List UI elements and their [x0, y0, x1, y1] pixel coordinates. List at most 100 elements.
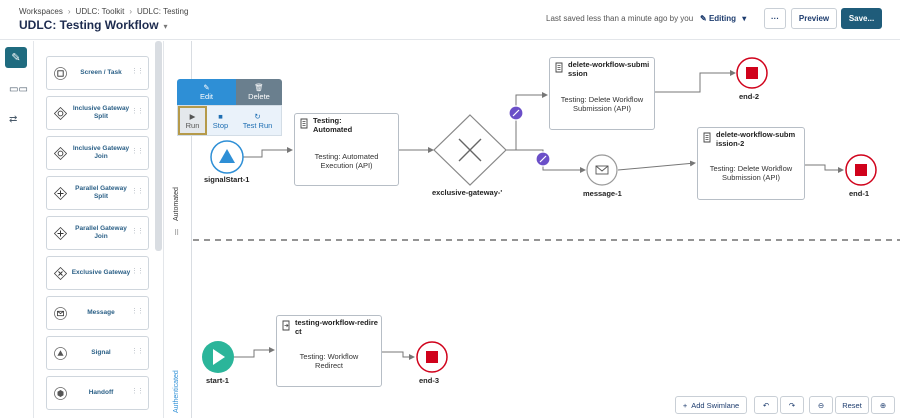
drag-handle-icon[interactable]: ⋮⋮	[131, 148, 144, 155]
palette-item-label: Inclusive Gateway Join	[72, 145, 130, 160]
node-context-menu: ✎ Edit 🗑 Delete ▶ Run ■ Stop ↻ Test Run	[177, 79, 282, 136]
stop-label: Stop	[212, 120, 229, 130]
drag-handle-icon[interactable]: ⋮⋮	[131, 348, 144, 355]
zoom-out-button[interactable]: ⊖	[809, 396, 833, 414]
node-label: end-2	[739, 92, 760, 101]
task-name: delete-workflow-submission	[568, 60, 650, 78]
palette-item-label: Signal	[91, 349, 111, 357]
redirect-icon	[282, 320, 290, 331]
undo-icon: ↶	[762, 400, 770, 410]
task-description: Testing: Workflow Redirect	[299, 352, 359, 371]
palette-item-label: Message	[87, 309, 115, 317]
drag-handle-icon[interactable]: ⋮⋮	[131, 388, 144, 395]
palette-item-label: Inclusive Gateway Split	[72, 105, 130, 120]
task-description: Testing: Delete Workflow Submission (API…	[560, 95, 644, 114]
task-delete-workflow-submission[interactable]: delete-workflow-submission Testing: Dele…	[549, 57, 655, 130]
palette-item-exclusive-gateway[interactable]: Exclusive Gateway ⋮⋮	[46, 256, 149, 290]
palette-item-label: Exclusive Gateway	[71, 269, 131, 277]
palette-item-message[interactable]: Message ⋮⋮	[46, 296, 149, 330]
top-header: Workspaces › UDLC: Toolkit › UDLC: Testi…	[0, 0, 900, 40]
drag-handle-icon[interactable]: ⋮⋮	[131, 228, 144, 235]
node-label: message-1	[583, 189, 622, 198]
reset-zoom-button[interactable]: Reset	[835, 396, 869, 414]
breadcrumb-testing[interactable]: UDLC: Testing	[136, 7, 189, 16]
zoom-in-icon: ⊕	[879, 400, 887, 410]
connector[interactable]	[506, 92, 548, 151]
message-event[interactable]	[586, 154, 618, 186]
preview-button[interactable]: Preview	[791, 8, 837, 29]
lane-drag-handle-icon[interactable]: ⠿	[174, 230, 180, 237]
node-label: signalStart-1	[204, 175, 250, 184]
test-run-label: Test Run	[242, 120, 273, 130]
connector[interactable]	[805, 164, 844, 173]
palette-toggle-icon[interactable]: ▭▭	[9, 84, 28, 95]
palette-item-label: Parallel Gateway Join	[75, 225, 127, 240]
task-testing-workflow-redirect[interactable]: testing-workflow-redirect Testing: Workf…	[276, 315, 382, 387]
breadcrumb-workspaces[interactable]: Workspaces	[19, 7, 63, 16]
palette-item-screen-task[interactable]: Screen / Task ⋮⋮	[46, 56, 149, 90]
diamond-plus-icon	[54, 187, 67, 200]
palette-scrollbar[interactable]	[155, 41, 162, 251]
diamond-circle-icon	[54, 107, 67, 120]
more-button[interactable]: ···	[764, 8, 786, 29]
pencil-icon: ✎	[203, 83, 210, 92]
redo-button[interactable]: ↷	[780, 396, 804, 414]
diamond-circle-icon	[54, 147, 67, 160]
palette-item-label: Handoff	[88, 389, 114, 397]
envelope-icon	[595, 165, 609, 175]
palette-item-inclusive-join[interactable]: Inclusive Gateway Join ⋮⋮	[46, 136, 149, 170]
zoom-out-icon: ⊖	[817, 400, 825, 410]
undo-button[interactable]: ↶	[754, 396, 778, 414]
task-delete-workflow-submission-2[interactable]: delete-workflow-submission-2 Testing: De…	[697, 127, 805, 200]
stop-square-icon	[855, 164, 867, 176]
delete-button[interactable]: 🗑 Delete	[236, 79, 282, 105]
connector[interactable]	[655, 70, 736, 93]
drag-handle-icon[interactable]: ⋮⋮	[131, 308, 144, 315]
mode-dropdown[interactable]: ✎ Editing ▾	[700, 14, 746, 23]
breadcrumb: Workspaces › UDLC: Toolkit › UDLC: Testi…	[19, 7, 188, 16]
run-button[interactable]: ▶ Run	[178, 106, 207, 135]
connector[interactable]	[234, 347, 275, 358]
connector[interactable]	[617, 160, 696, 171]
edit-tool-icon[interactable]: ✎	[5, 47, 27, 68]
edit-button[interactable]: ✎ Edit	[177, 79, 236, 105]
task-description: Testing: Delete Workflow Submission (API…	[709, 164, 793, 183]
triangle-icon	[54, 347, 67, 360]
node-label: end-3	[419, 376, 440, 385]
zoom-in-button[interactable]: ⊕	[871, 396, 895, 414]
hexagon-icon	[54, 387, 67, 400]
page-title[interactable]: UDLC: Testing Workflow▾	[19, 18, 168, 32]
swap-icon[interactable]: ⇄	[9, 114, 18, 125]
task-testing-automated[interactable]: Testing: Automated Testing: Automated Ex…	[294, 113, 399, 186]
refresh-icon: ↻	[254, 111, 261, 121]
drag-handle-icon[interactable]: ⋮⋮	[131, 188, 144, 195]
add-swimlane-button[interactable]: + Add Swimlane	[675, 396, 747, 414]
diamond-x-icon	[54, 267, 67, 280]
play-icon: ▶	[189, 111, 196, 121]
x-icon	[458, 138, 482, 162]
more-icon: ···	[771, 14, 779, 23]
trash-icon: 🗑	[254, 83, 264, 92]
palette-item-handoff[interactable]: Handoff ⋮⋮	[46, 376, 149, 410]
drag-handle-icon[interactable]: ⋮⋮	[131, 268, 144, 275]
drag-handle-icon[interactable]: ⋮⋮	[131, 68, 144, 75]
save-status: Last saved less than a minute ago by you	[546, 14, 694, 23]
palette-item-signal[interactable]: Signal ⋮⋮	[46, 336, 149, 370]
palette-item-inclusive-split[interactable]: Inclusive Gateway Split ⋮⋮	[46, 96, 149, 130]
breadcrumb-separator: ›	[129, 7, 132, 16]
task-name: testing-workflow-redirect	[295, 318, 378, 336]
stop-button[interactable]: ■ Stop	[207, 106, 234, 135]
drag-handle-icon[interactable]: ⋮⋮	[131, 108, 144, 115]
link-icon	[512, 109, 520, 117]
left-rail: ✎ ▭▭ ⇄	[0, 41, 34, 418]
connector[interactable]	[382, 351, 415, 360]
palette-item-parallel-join[interactable]: Parallel Gateway Join ⋮⋮	[46, 216, 149, 250]
diamond-plus-icon	[54, 227, 67, 240]
test-run-button[interactable]: ↻ Test Run	[234, 106, 281, 135]
breadcrumb-toolkit[interactable]: UDLC: Toolkit	[75, 7, 125, 16]
connector[interactable]	[243, 147, 293, 158]
save-button[interactable]: Save...	[841, 8, 882, 29]
palette-item-parallel-split[interactable]: Parallel Gateway Split ⋮⋮	[46, 176, 149, 210]
mode-label: Editing	[708, 14, 737, 23]
